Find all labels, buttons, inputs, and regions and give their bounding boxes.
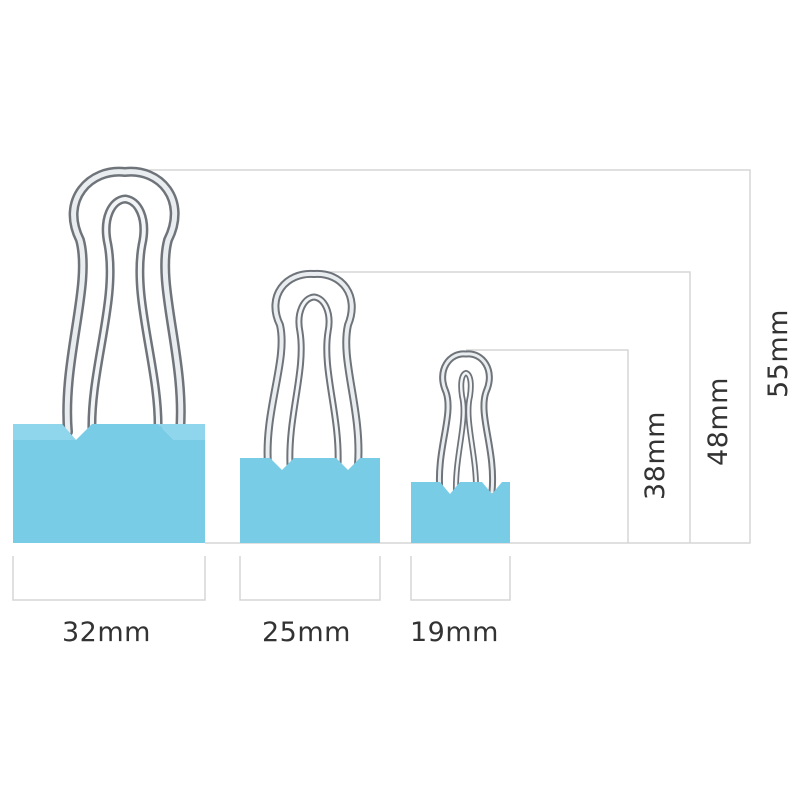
height-label-large: 55mm: [763, 309, 794, 398]
height-guide-small: [466, 349, 629, 543]
width-guide-medium: [239, 556, 381, 601]
clip-body-small: [411, 482, 510, 543]
width-guide-large: [12, 556, 206, 601]
binder-clip-small: [411, 350, 510, 543]
binder-clip-large: [13, 166, 205, 543]
clip-body-medium: [240, 458, 380, 543]
height-label-medium: 48mm: [703, 377, 734, 466]
clip-body-large: [13, 424, 205, 543]
height-label-small: 38mm: [640, 411, 671, 500]
width-guide-small: [410, 556, 511, 601]
width-label-medium: 25mm: [262, 617, 351, 648]
wire-handle-large: [62, 166, 186, 437]
binder-clip-medium: [240, 269, 380, 543]
height-guide-medium: [318, 271, 691, 543]
wire-handle-medium: [263, 269, 363, 469]
width-label-large: 32mm: [62, 617, 151, 648]
width-guide-lines: [12, 556, 511, 601]
width-label-small: 19mm: [410, 617, 499, 648]
